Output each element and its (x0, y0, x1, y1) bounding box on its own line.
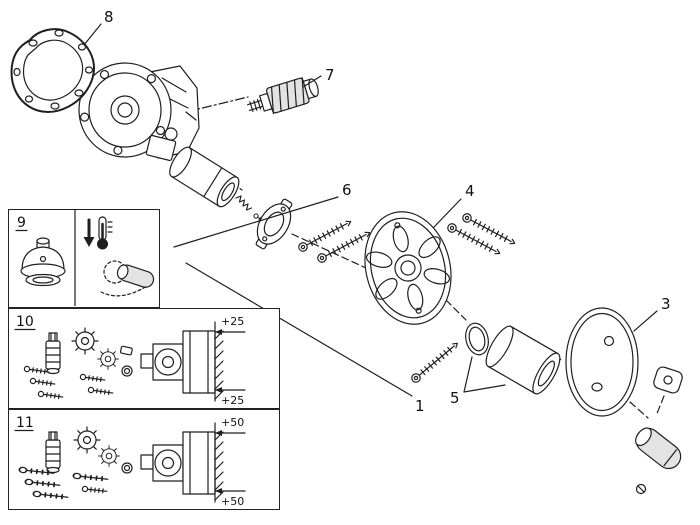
part-5-oring (465, 322, 489, 356)
part-7-cartridge (247, 76, 319, 115)
dimension-bottom-50: +50 (214, 488, 246, 508)
spare-parts-cluster-25 (23, 327, 133, 401)
cartridge-axis-line (185, 96, 249, 113)
installation-depth-drawing-25: +25 +25 (140, 315, 246, 407)
dimension-top-25: +25 (214, 315, 246, 335)
part-6-flange-ring (255, 198, 293, 250)
inset-box-11: 11 +50 (8, 409, 280, 510)
dimension-bottom-25: +25 (214, 387, 246, 407)
spare-parts-cluster-50 (18, 426, 133, 501)
part-6-spring-and-screw (235, 195, 273, 229)
installation-depth-drawing-50: +50 +50 (140, 416, 246, 508)
plate-cutouts (365, 225, 451, 311)
dimension-top-25-label: +25 (221, 315, 244, 328)
part-3-escutcheon (565, 307, 639, 417)
part-5-sleeve (485, 325, 561, 395)
part-1-rough-in-housing (78, 62, 200, 162)
down-arrow-icon (83, 218, 95, 247)
part-3-lever-handle (635, 427, 682, 495)
inset-box-11-drawing: 11 +50 (14, 415, 246, 508)
dimension-bottom-25-label: +25 (221, 394, 244, 407)
callout-leader-lines (83, 23, 658, 397)
dimension-bottom-50-label: +50 (221, 495, 244, 508)
inset-label-11: 11 (16, 415, 34, 431)
inset-box-9: 9 (8, 209, 160, 308)
part-8-gasket (10, 28, 95, 113)
lever-handle-drawing (100, 260, 155, 297)
part-3-adapter (653, 366, 683, 394)
callout-8: 8 (104, 8, 114, 26)
callout-1: 1 (415, 397, 425, 415)
callout-3: 3 (661, 295, 671, 313)
dimension-top-50: +50 (214, 416, 246, 436)
thermometer-icon (97, 216, 113, 250)
cap-part-drawing (20, 237, 66, 287)
temperature-adjust-drawing (83, 216, 155, 297)
part-6-screws (296, 217, 373, 265)
inset-box-9-drawing: 9 (15, 210, 155, 306)
inset-label-9: 9 (17, 215, 26, 231)
dimension-top-50-label: +50 (221, 416, 244, 429)
callout-7: 7 (325, 66, 335, 84)
callout-5: 5 (450, 389, 460, 407)
inset-box-10-drawing: 10 +25 (14, 314, 246, 407)
callout-4: 4 (465, 182, 475, 200)
inset-box-10: 10 +25 (8, 308, 280, 409)
part-4-mounting-plate (364, 211, 452, 325)
inset-label-10: 10 (16, 314, 34, 330)
callout-6: 6 (342, 181, 352, 199)
part-6-cartridge-housing (169, 146, 240, 208)
